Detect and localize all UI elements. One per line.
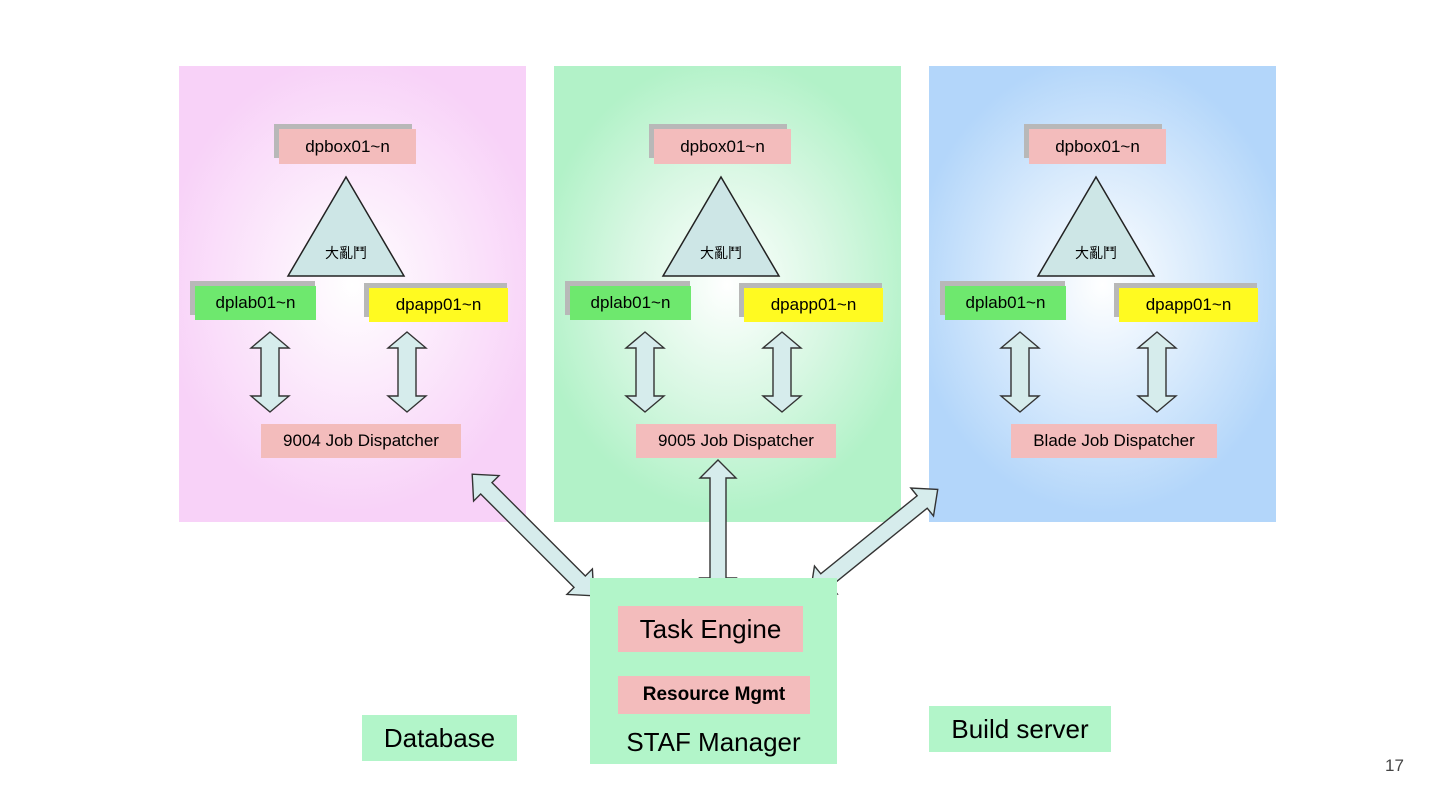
job-dispatcher-box: 9004 Job Dispatcher [261,424,461,458]
triangle-label: 大亂鬥 [700,246,742,262]
triangle-icon [1036,175,1156,277]
node-box-dpapp: dpapp01~n [1119,288,1258,322]
triangle-label: 大亂鬥 [1075,246,1117,262]
node-box-dplab: dplab01~n [945,286,1066,320]
double-arrow-icon [386,331,428,413]
node-box-dplab: dplab01~n [570,286,691,320]
node-box-dpbox: dpbox01~n [1029,129,1166,164]
double-arrow-icon [999,331,1041,413]
double-arrow-icon [624,331,666,413]
build-server-label: Build server [929,706,1111,752]
double-arrow-icon [761,331,803,413]
double-arrow-icon [249,331,291,413]
node-box-dpapp: dpapp01~n [744,288,883,322]
job-dispatcher-box: 9005 Job Dispatcher [636,424,836,458]
page-number: 17 [1385,756,1404,775]
triangle-label: 大亂鬥 [325,246,367,262]
vertical-double-arrow-icon [698,459,738,597]
diagonal-double-arrow-icon [471,473,595,597]
task-engine-box: Task Engine [618,606,803,652]
node-box-dpapp: dpapp01~n [369,288,508,322]
staf-manager-label: STAF Manager [626,726,801,757]
triangle-icon [661,175,781,277]
triangle-icon [286,175,406,277]
double-arrow-icon [1136,331,1178,413]
node-box-dpbox: dpbox01~n [654,129,791,164]
resource-mgmt-box: Resource Mgmt [618,676,810,714]
database-label: Database [362,715,517,761]
job-dispatcher-box: Blade Job Dispatcher [1011,424,1217,458]
node-box-dplab: dplab01~n [195,286,316,320]
node-box-dpbox: dpbox01~n [279,129,416,164]
